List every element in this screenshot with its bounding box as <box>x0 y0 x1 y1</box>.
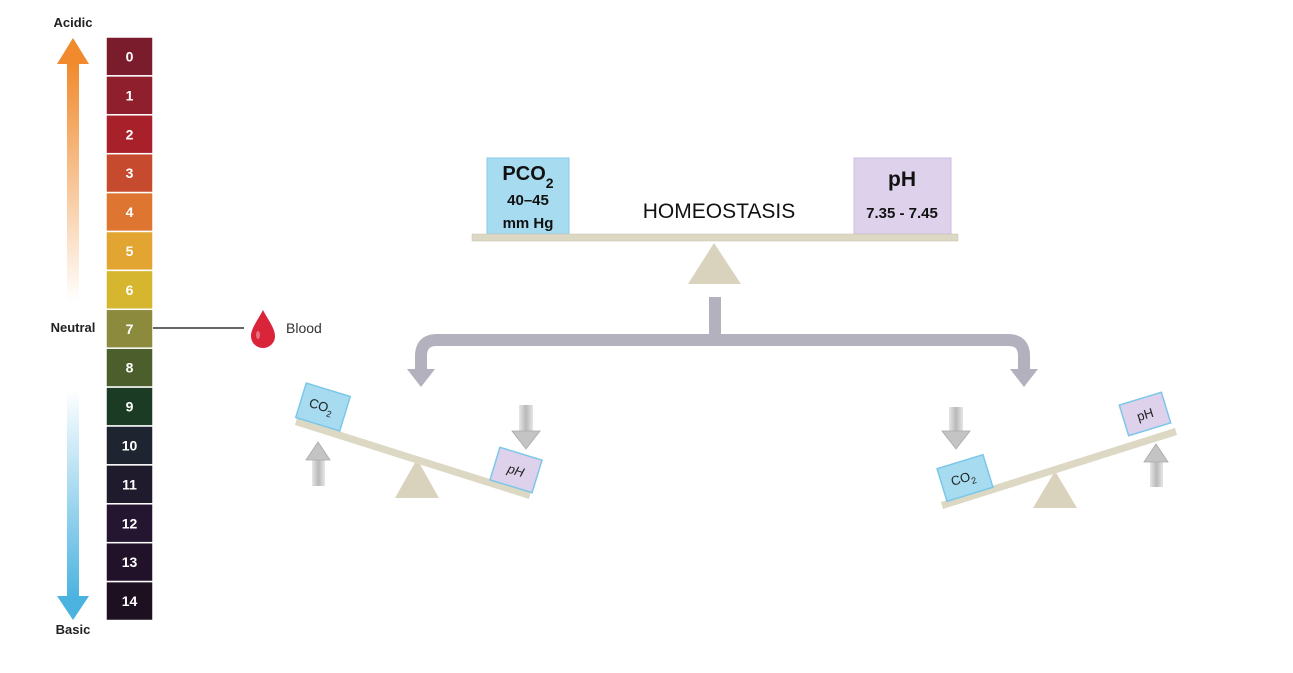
left-ph-box: pH <box>489 446 543 494</box>
ph-level-8: 8 <box>105 347 154 388</box>
ph-level-label: 7 <box>126 321 134 337</box>
basic-arrow <box>57 390 89 620</box>
neutral-label: Neutral <box>51 320 96 335</box>
left-co2-label: CO <box>307 395 330 415</box>
ph-level-5: 5 <box>105 230 154 272</box>
ph-level-label: 1 <box>126 87 134 103</box>
right-seesaw-beam <box>941 428 1177 509</box>
left-co2-subscript: 2 <box>325 409 333 420</box>
ph-scale: Acidic Neutral Basic 0123456789101112131… <box>51 15 322 637</box>
ph-level-label: 6 <box>126 282 134 298</box>
left-imbalance-seesaw: CO2 pH <box>294 382 543 499</box>
ph-level-4: 4 <box>105 191 154 233</box>
left-seesaw-beam <box>295 418 531 499</box>
pco2-range: 40–45 <box>507 192 549 209</box>
right-co2-box: CO2 <box>936 453 994 503</box>
left-up-arrow-icon <box>305 441 331 486</box>
left-seesaw-fulcrum <box>395 459 439 498</box>
right-co2-label: CO <box>949 469 972 489</box>
ph-level-label: 3 <box>126 165 134 181</box>
svg-text:CO2: CO2 <box>306 395 335 419</box>
ph-level-label: 2 <box>126 126 134 142</box>
ph-level-12: 12 <box>105 503 154 544</box>
ph-level-14: 14 <box>105 580 154 622</box>
left-down-arrow-icon <box>511 405 541 450</box>
left-co2-box: CO2 <box>294 382 352 432</box>
ph-level-1: 1 <box>105 75 154 116</box>
right-seesaw-fulcrum <box>1033 471 1077 508</box>
svg-text:CO2: CO2 <box>949 467 978 491</box>
left-ph-label: pH <box>505 461 527 481</box>
right-down-arrow-icon <box>941 407 971 450</box>
ph-level-13: 13 <box>105 541 154 583</box>
acidic-label: Acidic <box>53 15 92 30</box>
ph-level-9: 9 <box>105 386 154 427</box>
right-ph-label: pH <box>1135 405 1155 424</box>
left-branch-arrowhead <box>407 369 435 387</box>
ph-level-label: 11 <box>122 476 137 492</box>
ph-level-label: 12 <box>122 515 138 531</box>
ph-level-label: 10 <box>122 437 138 453</box>
basic-label: Basic <box>56 622 91 637</box>
right-up-arrow-icon <box>1143 443 1169 487</box>
ph-level-11: 11 <box>105 464 154 505</box>
ph-range: 7.35 - 7.45 <box>866 205 938 222</box>
ph-label: pH <box>888 168 916 191</box>
pco2-unit: mm Hg <box>503 215 554 232</box>
ph-level-label: 0 <box>126 48 134 64</box>
acidic-arrow <box>57 38 89 302</box>
blood-drop-icon <box>251 310 275 348</box>
homeostasis-balance: PCO2 40–45 mm Hg HOMEOSTASIS pH 7.35 - 7… <box>471 157 959 284</box>
right-branch-arrowhead <box>1010 369 1038 387</box>
ph-level-2: 2 <box>105 114 154 155</box>
ph-level-label: 9 <box>126 399 134 415</box>
right-co2-subscript: 2 <box>970 475 978 486</box>
blood-label: Blood <box>286 320 322 336</box>
ph-level-label: 4 <box>126 204 134 220</box>
branch-connector <box>415 297 1030 371</box>
ph-normal-box: pH 7.35 - 7.45 <box>853 157 952 235</box>
ph-level-3: 3 <box>105 152 154 194</box>
ph-level-label: 5 <box>126 243 134 259</box>
balance-beam <box>471 233 959 242</box>
ph-level-6: 6 <box>105 269 154 311</box>
ph-level-label: 8 <box>126 360 134 376</box>
blood-marker: Blood <box>153 310 322 348</box>
pco2-normal-box: PCO2 40–45 mm Hg <box>486 157 570 235</box>
right-imbalance-seesaw: CO2 pH <box>936 391 1177 509</box>
svg-text:PCO2: PCO2 <box>502 163 553 191</box>
homeostasis-title: HOMEOSTASIS <box>643 200 795 223</box>
ph-level-label: 14 <box>122 593 138 609</box>
pco2-subscript: 2 <box>546 175 554 191</box>
ph-level-10: 10 <box>105 425 154 466</box>
balance-fulcrum <box>688 243 741 284</box>
ph-level-label: 13 <box>122 554 138 570</box>
right-ph-box: pH <box>1118 391 1172 437</box>
ph-level-7: 7 <box>105 308 154 349</box>
pco2-label: PCO <box>502 163 545 185</box>
ph-level-0: 0 <box>105 36 154 77</box>
